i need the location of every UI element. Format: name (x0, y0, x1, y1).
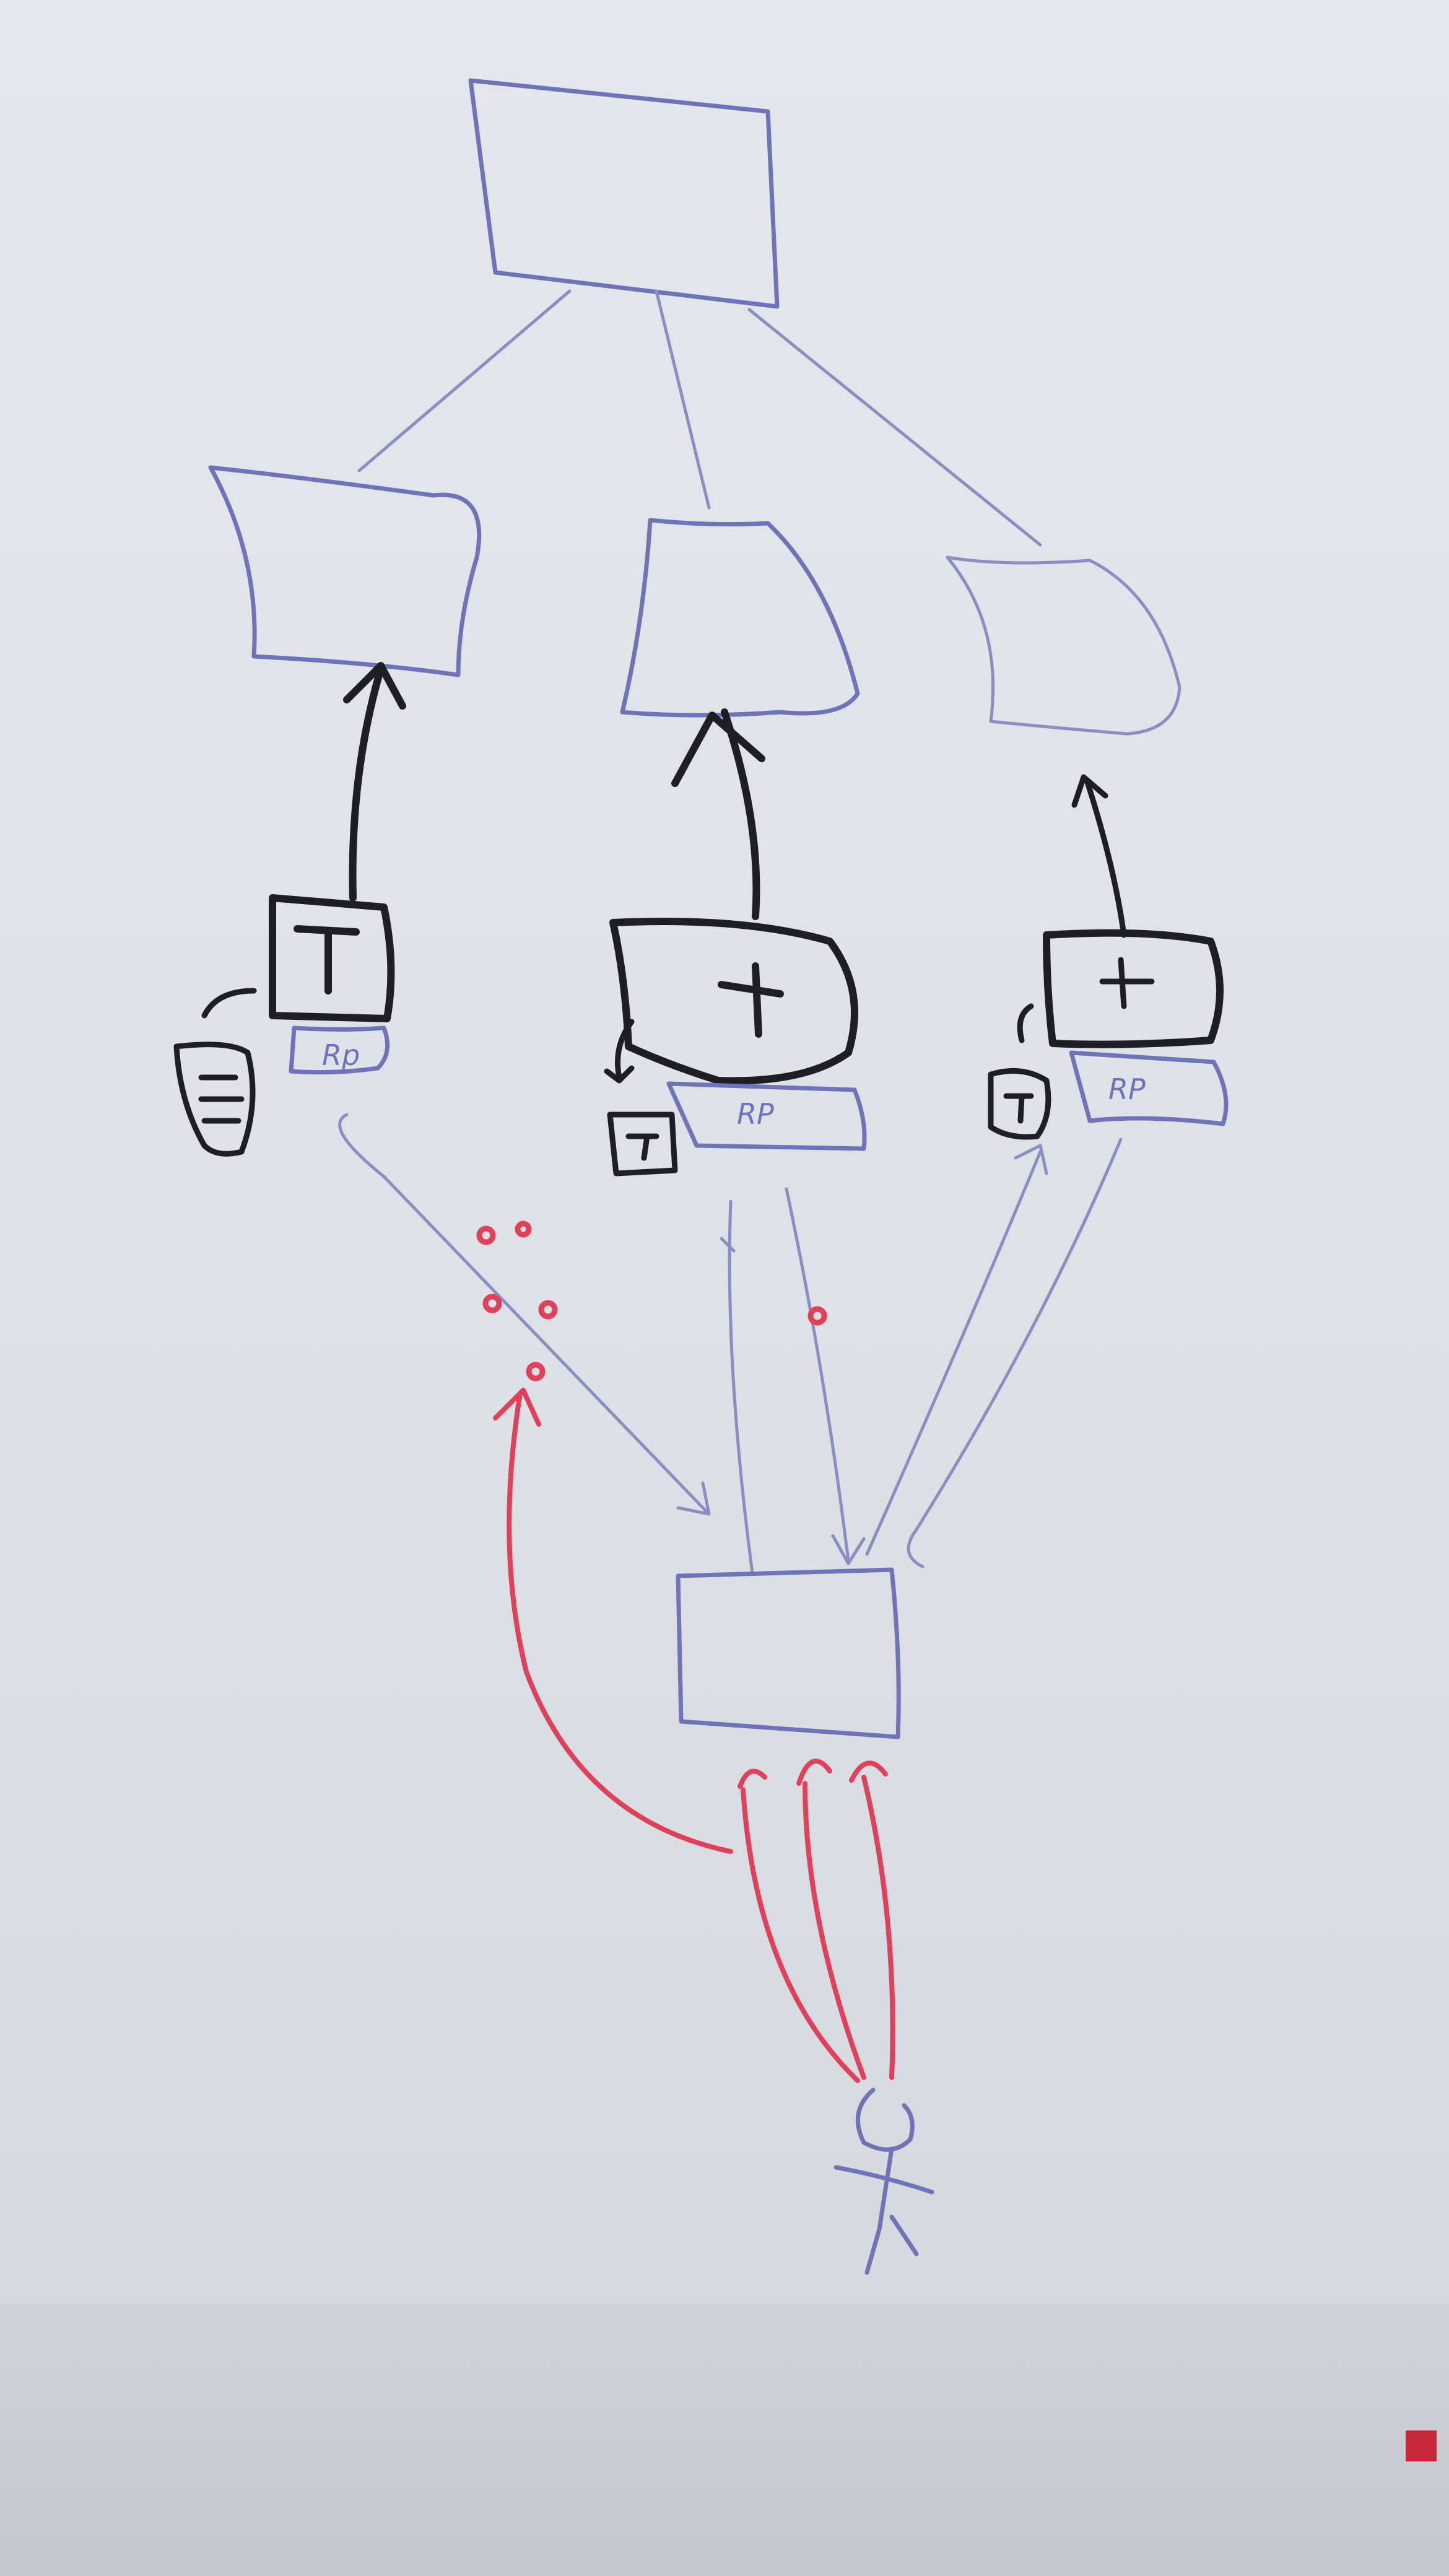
left-rp-label: Rp (322, 1038, 360, 1072)
user-legs (889, 2214, 919, 2256)
left-up-arrow (349, 665, 385, 902)
left-rp-tag (289, 1025, 390, 1075)
root-to-left-line (357, 289, 572, 472)
request-dot (807, 1306, 827, 1326)
right-rp-label: RP (1108, 1073, 1146, 1106)
user-to-center-arrow-2 (803, 1781, 866, 2080)
right-up-arrow (1084, 777, 1127, 938)
left-doc-connector (201, 988, 257, 1019)
corner-logo (1406, 2430, 1437, 2461)
left-document-lines (198, 1074, 245, 1124)
whiteboard-bottom-edge (0, 2304, 1449, 2576)
root-box (468, 78, 780, 309)
right-document-lines (1003, 1093, 1034, 1124)
middle-plus-icon (718, 962, 784, 1038)
user-body (864, 2146, 894, 2275)
root-to-middle-line (655, 289, 711, 510)
user-to-center-arrow-1 (741, 1787, 860, 2083)
right-child-box (946, 555, 1181, 736)
middle-rp-label: RP (737, 1097, 774, 1131)
middle-up-arrow (721, 708, 760, 920)
center-to-right-arrowhead (1014, 1144, 1048, 1175)
user-to-center-arrowhead-1 (738, 1769, 767, 1789)
middle-child-box (620, 518, 860, 718)
request-dot (526, 1362, 546, 1382)
right-to-center-arrow (915, 1138, 1123, 1531)
left-plus-icon (294, 925, 360, 994)
middle-rp-tag (666, 1081, 867, 1151)
request-dot (476, 1225, 496, 1245)
middle-down-line-a (728, 1199, 754, 1575)
middle-doc-connector (615, 1019, 635, 1081)
middle-document-icon (607, 1112, 678, 1177)
request-dot (482, 1294, 502, 1313)
right-up-arrowhead (1071, 774, 1108, 808)
root-to-right-line (747, 308, 1042, 547)
right-plus-icon (1099, 957, 1155, 1009)
user-to-dots-arrowhead (493, 1388, 541, 1427)
user-to-center-arrowhead-3 (849, 1760, 888, 1783)
user-head (855, 2087, 915, 2152)
user-arms (833, 2165, 934, 2195)
middle-down-line-a-tick (720, 1237, 736, 1253)
left-to-center-arrow (338, 1113, 708, 1513)
middle-down-arrowhead-b (831, 1534, 866, 1565)
left-document-icon (173, 1042, 256, 1157)
right-rp-tag (1069, 1050, 1229, 1126)
right-document-icon (988, 1068, 1051, 1140)
middle-plus-box (609, 918, 858, 1085)
right-plus-box (1043, 929, 1224, 1048)
request-dot (515, 1221, 532, 1238)
middle-up-arrowhead (671, 711, 765, 787)
middle-document-lines (625, 1133, 659, 1161)
left-plus-box (269, 894, 395, 1022)
request-dot (538, 1300, 558, 1320)
left-to-center-arrowhead (676, 1481, 711, 1516)
user-to-dots-arrow (507, 1391, 733, 1854)
user-to-center-arrow-3 (861, 1775, 895, 2080)
user-stick-figure (833, 2087, 934, 2275)
central-box (676, 1567, 901, 1739)
middle-doc-arrowhead (604, 1065, 635, 1084)
center-to-right-arrow (865, 1150, 1042, 1556)
left-up-arrowhead (343, 662, 406, 710)
right-to-center-arrowhead (907, 1528, 925, 1569)
middle-down-arrow-b (785, 1187, 850, 1562)
left-child-box (208, 465, 482, 677)
right-doc-connector (1017, 1003, 1034, 1043)
user-to-center-arrowhead-2 (796, 1759, 832, 1786)
